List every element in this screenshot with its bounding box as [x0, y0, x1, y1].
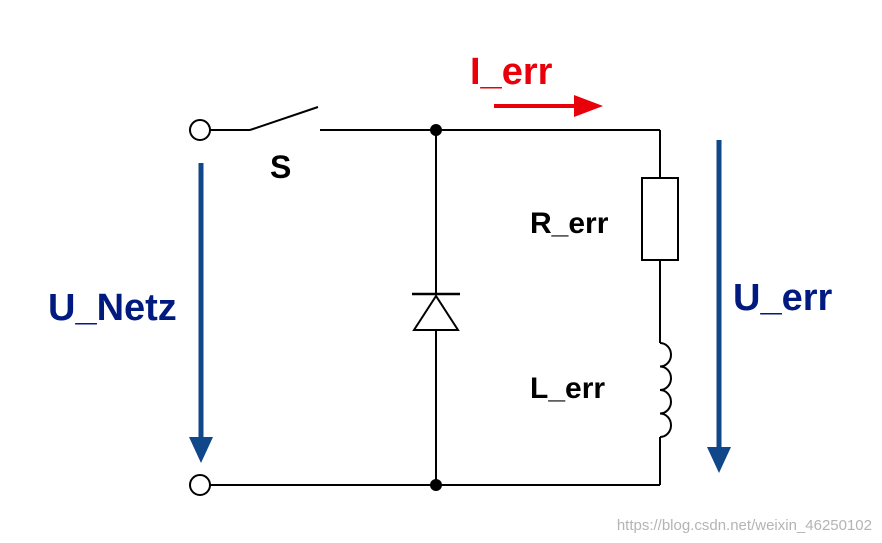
switch-blade	[249, 106, 319, 131]
resistor-label: R_err	[530, 207, 609, 240]
supply-voltage-arrow	[189, 163, 213, 463]
diode-symbol	[412, 292, 460, 331]
junction-bottom	[430, 479, 442, 491]
load-voltage-label: U_err	[733, 277, 832, 319]
resistor-symbol	[641, 177, 679, 261]
inductor-symbol	[659, 342, 672, 438]
current-label: I_err	[470, 51, 553, 93]
junction-top	[430, 124, 442, 136]
current-arrow	[494, 95, 603, 117]
inductor-label: L_err	[530, 372, 605, 405]
supply-voltage-label: U_Netz	[48, 287, 177, 329]
switch-label: S	[270, 149, 291, 185]
terminal-top	[189, 119, 211, 141]
watermark-text: https://blog.csdn.net/weixin_46250102	[617, 517, 872, 534]
load-voltage-arrow	[707, 140, 731, 473]
terminal-bottom	[189, 474, 211, 496]
diode-triangle	[412, 294, 460, 331]
